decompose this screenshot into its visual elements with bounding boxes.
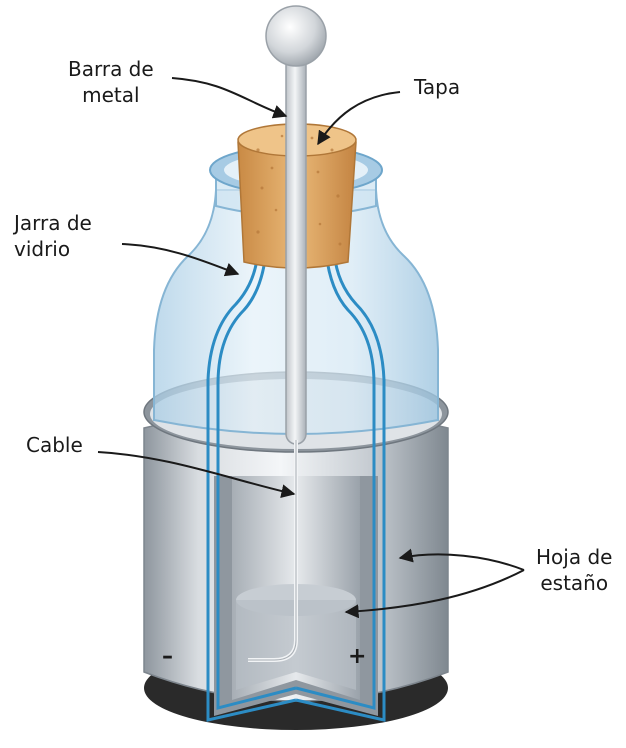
arrow-tin-foil-outer (398, 548, 525, 571)
metal-rod (285, 51, 307, 445)
arrow-cable (97, 451, 296, 499)
arrow-glass-jar (121, 243, 240, 277)
label-lid: Tapa (414, 75, 461, 99)
arrow-lid (317, 91, 401, 146)
label-metal-rod: Barra de metal (68, 57, 154, 107)
label-cable: Cable (26, 433, 83, 457)
label-glass-jar: Jarra de vidrio (14, 211, 92, 261)
positive-terminal: + (348, 644, 367, 669)
metal-rod-ball (265, 5, 327, 67)
arrow-metal-rod (171, 77, 288, 119)
label-tin-foil: Hoja de estaño (536, 545, 613, 595)
negative-terminal: – (162, 644, 173, 669)
arrow-tin-foil-inner (344, 569, 525, 619)
